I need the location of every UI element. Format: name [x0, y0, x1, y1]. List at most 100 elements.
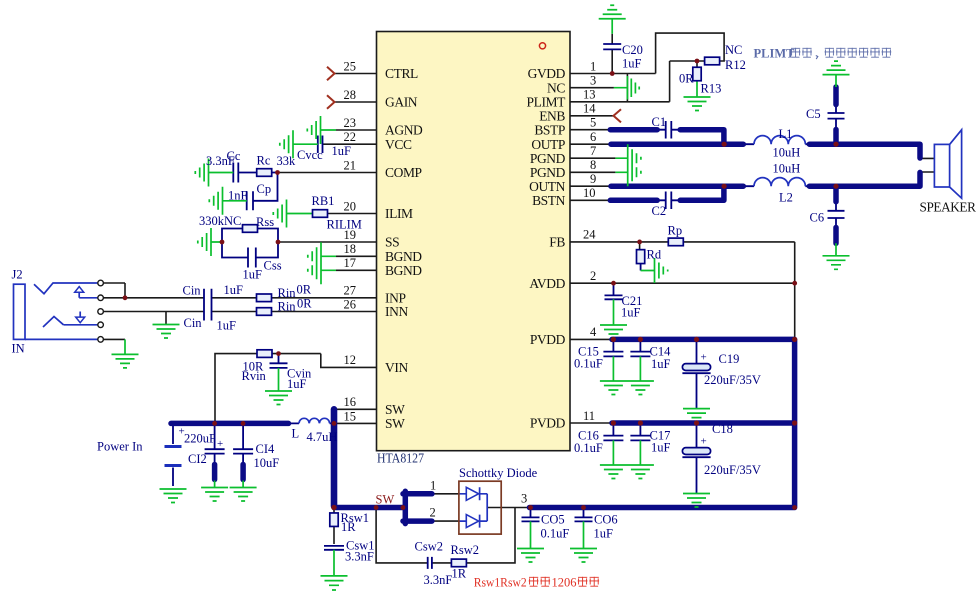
svg-text:10uH: 10uH	[773, 162, 801, 176]
svg-text:1uF: 1uF	[594, 527, 614, 541]
svg-text:3: 3	[521, 492, 527, 506]
svg-text:27: 27	[344, 284, 357, 298]
svg-text:330kNC: 330kNC	[199, 214, 241, 228]
svg-text:IN: IN	[12, 342, 25, 356]
svg-text:1nF: 1nF	[228, 189, 248, 203]
svg-text:NC: NC	[547, 80, 565, 95]
svg-text:10R: 10R	[243, 360, 265, 374]
svg-text:Csw2: Csw2	[415, 540, 443, 554]
svg-text:C6: C6	[810, 211, 825, 225]
svg-text:SPEAKER: SPEAKER	[920, 200, 976, 215]
svg-text:2: 2	[430, 506, 436, 520]
svg-text:23: 23	[344, 116, 357, 130]
svg-text:Rc: Rc	[257, 154, 271, 168]
svg-text:RB1: RB1	[312, 194, 335, 208]
svg-text:10: 10	[583, 186, 596, 200]
svg-text:CO6: CO6	[594, 513, 618, 527]
svg-text:1uF: 1uF	[651, 441, 671, 455]
svg-text:RILIM: RILIM	[327, 218, 362, 232]
svg-text:INN: INN	[385, 304, 408, 319]
svg-text:Rvin: Rvin	[242, 369, 267, 383]
svg-text:28: 28	[344, 88, 357, 102]
svg-text:PLIMT: PLIMT	[526, 94, 566, 109]
svg-text:2: 2	[590, 269, 596, 283]
svg-text:Cvin: Cvin	[287, 367, 312, 381]
svg-text:L: L	[292, 427, 300, 441]
svg-text:CI4: CI4	[256, 442, 276, 456]
svg-text:1uF: 1uF	[621, 306, 641, 320]
svg-text:1uF: 1uF	[622, 57, 642, 71]
svg-text:3.3nF: 3.3nF	[206, 154, 235, 168]
svg-text:Rp: Rp	[668, 224, 683, 238]
svg-text:14: 14	[583, 102, 596, 116]
svg-text:COMP: COMP	[385, 165, 422, 180]
svg-text:PGND: PGND	[530, 151, 566, 166]
svg-text:Power In: Power In	[97, 440, 143, 454]
svg-text:VIN: VIN	[385, 360, 408, 375]
svg-text:NC: NC	[725, 43, 742, 57]
svg-text:Cc: Cc	[227, 149, 241, 163]
svg-text:17: 17	[344, 256, 357, 270]
svg-text:Cvcc: Cvcc	[297, 148, 323, 162]
svg-text:15: 15	[344, 410, 357, 424]
svg-text:PVDD: PVDD	[530, 332, 566, 347]
svg-text:BGND: BGND	[385, 263, 422, 278]
svg-text:BSTN: BSTN	[532, 193, 566, 208]
svg-text:Rd: Rd	[647, 248, 662, 262]
svg-text:11: 11	[583, 409, 595, 423]
svg-text:0R: 0R	[297, 283, 312, 297]
svg-text:PLIMT: PLIMT	[754, 47, 796, 61]
svg-text:C5: C5	[806, 107, 821, 121]
svg-text:C20: C20	[622, 43, 643, 57]
svg-text:1206: 1206	[552, 576, 577, 590]
svg-text:R13: R13	[701, 82, 722, 96]
svg-text:BGND: BGND	[385, 249, 422, 264]
svg-text:1uF: 1uF	[287, 377, 307, 391]
svg-text:9: 9	[590, 172, 596, 186]
svg-text:1uF: 1uF	[224, 283, 244, 297]
svg-text:220uF/35V: 220uF/35V	[704, 373, 761, 387]
svg-text:INP: INP	[385, 290, 406, 305]
svg-text:26: 26	[344, 297, 357, 311]
svg-text:BSTP: BSTP	[534, 122, 565, 137]
svg-text:3.3nF: 3.3nF	[345, 550, 374, 564]
svg-text:C2: C2	[652, 204, 667, 218]
svg-text:Cin: Cin	[183, 284, 202, 298]
svg-text:CI2: CI2	[188, 452, 207, 466]
svg-text:3.3nF: 3.3nF	[424, 573, 453, 587]
svg-text:0R: 0R	[297, 296, 312, 310]
svg-text:13: 13	[583, 88, 596, 102]
svg-text:22: 22	[344, 130, 357, 144]
svg-text:Rsw1Rsw2: Rsw1Rsw2	[474, 576, 527, 590]
svg-text:Rsw1: Rsw1	[341, 511, 369, 525]
svg-text:+: +	[701, 436, 707, 448]
svg-text:+: +	[217, 438, 223, 450]
svg-text:4.7uH: 4.7uH	[307, 430, 338, 444]
svg-text:PVDD: PVDD	[530, 416, 566, 431]
svg-text:C21: C21	[622, 294, 643, 308]
svg-text:25: 25	[344, 59, 357, 73]
svg-text:24: 24	[583, 228, 596, 242]
svg-text:C15: C15	[578, 345, 599, 359]
svg-text:3: 3	[590, 74, 596, 88]
svg-text:GAIN: GAIN	[385, 95, 418, 110]
svg-text:0.1uF: 0.1uF	[574, 357, 603, 371]
svg-text:0.1uF: 0.1uF	[574, 441, 603, 455]
svg-text:8: 8	[590, 158, 596, 172]
svg-text:19: 19	[344, 228, 357, 242]
svg-text:VCC: VCC	[385, 137, 412, 152]
svg-text:AGND: AGND	[385, 123, 423, 138]
svg-text:OUTN: OUTN	[529, 179, 566, 194]
svg-text:4: 4	[590, 325, 597, 339]
svg-text:0R: 0R	[679, 72, 694, 86]
svg-text:C18: C18	[712, 422, 733, 436]
svg-text:Cin: Cin	[184, 316, 203, 330]
svg-text:OUTP: OUTP	[531, 137, 565, 152]
svg-text:1uF: 1uF	[243, 268, 263, 282]
svg-text:FB: FB	[549, 235, 565, 250]
svg-text:1R: 1R	[452, 567, 467, 581]
svg-text:1uF: 1uF	[651, 357, 671, 371]
svg-text:GVDD: GVDD	[528, 66, 566, 81]
svg-text:16: 16	[344, 395, 357, 409]
svg-text:6: 6	[590, 130, 596, 144]
